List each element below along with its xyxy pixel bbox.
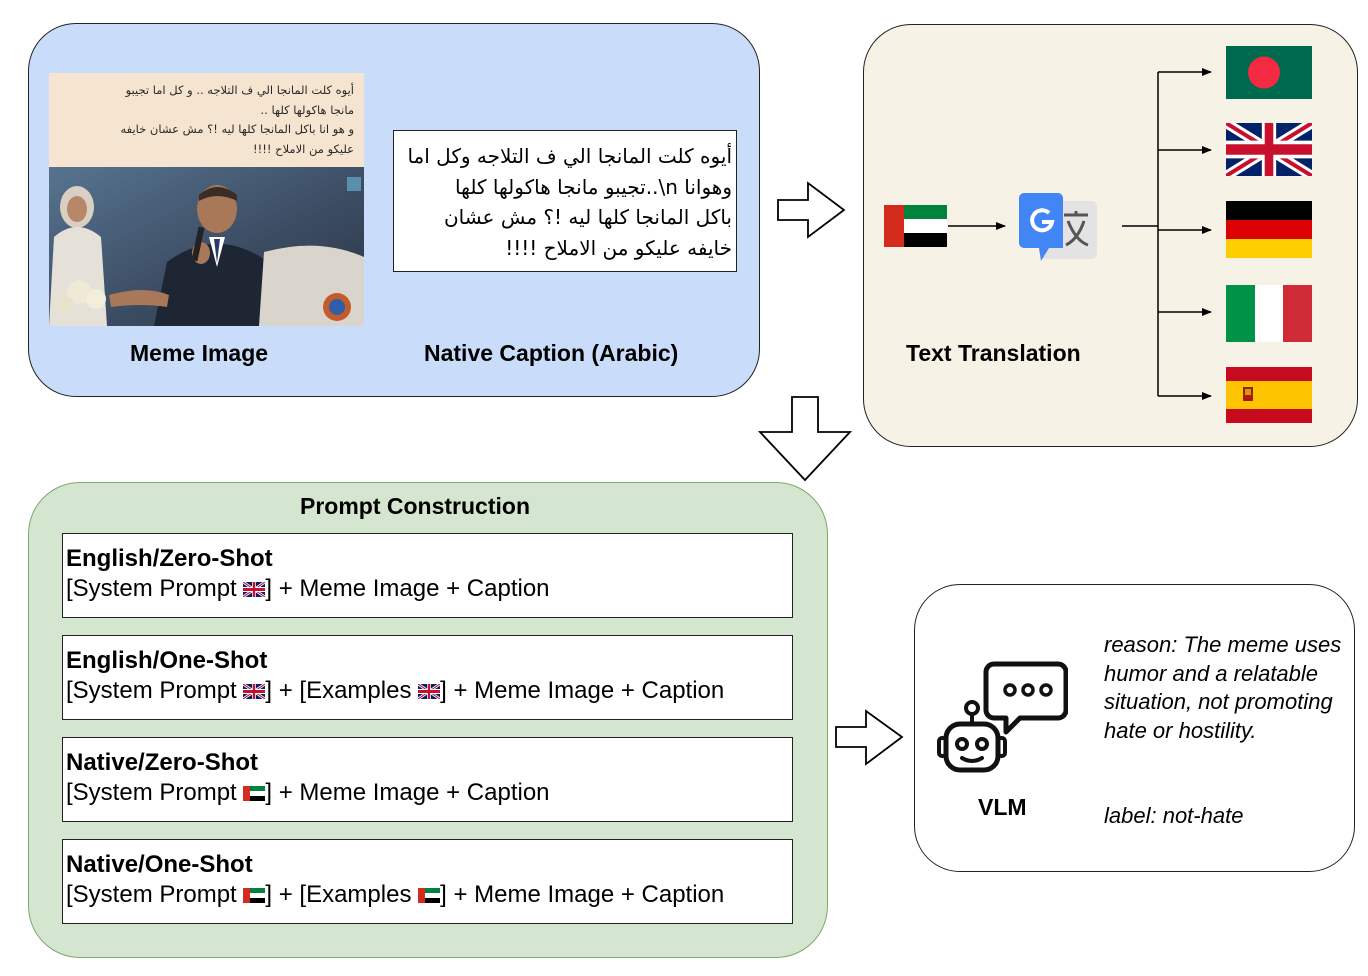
bangladesh-flag-icon bbox=[1226, 46, 1312, 99]
meme-image: أيوه كلت المانجا الي ف التلاجه .. و كل ا… bbox=[49, 73, 364, 326]
prompt-box-english-zero-shot: English/Zero-Shot [System Prompt ] + Mem… bbox=[62, 533, 793, 618]
prompt-rest-text: ] + Meme Image + Caption bbox=[265, 575, 550, 602]
prompt-formula: [System Prompt ] + [Examples ] + Meme Im… bbox=[66, 879, 792, 910]
meme-photo bbox=[49, 167, 364, 326]
prompt-title: English/One-Shot bbox=[66, 647, 268, 674]
robot-chat-icon bbox=[937, 661, 1068, 773]
flow-arrow bbox=[777, 181, 846, 239]
uae-flag-icon bbox=[243, 786, 266, 801]
meme-overlay-text: أيوه كلت المانجا الي ف التلاجه .. و كل ا… bbox=[49, 73, 364, 167]
flow-arrow bbox=[757, 396, 853, 482]
prompt-formula: [System Prompt ] + Meme Image + Caption bbox=[66, 573, 792, 604]
spain-flag-icon bbox=[1226, 367, 1312, 423]
germany-flag-icon bbox=[1226, 201, 1312, 258]
flow-arrow bbox=[835, 709, 904, 766]
uk-flag-icon bbox=[243, 684, 266, 699]
google-translate-icon bbox=[1019, 193, 1097, 261]
prompt-formula: [System Prompt ] + [Examples ] + Meme Im… bbox=[66, 675, 792, 706]
uk-flag-icon bbox=[418, 684, 441, 699]
uk-flag-icon bbox=[1226, 123, 1312, 176]
caption-line: باكل المانجا كلها ليه !؟ مش عشان bbox=[443, 205, 732, 229]
uae-flag-icon bbox=[243, 888, 266, 903]
native-caption-label: Native Caption (Arabic) bbox=[424, 340, 679, 366]
prompt-system-text: [System Prompt bbox=[66, 575, 244, 602]
prompt-system-text: [System Prompt bbox=[66, 779, 244, 806]
native-caption-box: أيوه كلت المانجا الي ف التلاجه وكل اما و… bbox=[393, 130, 737, 272]
uae-flag-icon bbox=[418, 888, 441, 903]
meme-image-label: Meme Image bbox=[130, 340, 269, 366]
prompt-rest-text: ] + Meme Image + Caption bbox=[440, 677, 725, 704]
prompt-mid-text: ] + [Examples bbox=[265, 677, 419, 704]
prompt-box-english-one-shot: English/One-Shot [System Prompt ] + [Exa… bbox=[62, 635, 793, 720]
text-translation-label: Text Translation bbox=[906, 340, 1081, 366]
meme-text-line: مانجا هاكولها كلها .. bbox=[260, 102, 354, 117]
prompt-construction-title: Prompt Construction bbox=[300, 493, 530, 519]
caption-line: أيوه كلت المانجا الي ف التلاجه وكل اما bbox=[407, 144, 732, 168]
italy-flag-icon bbox=[1226, 285, 1312, 342]
meme-text-line: أيوه كلت المانجا الي ف التلاجه .. و كل ا… bbox=[125, 83, 354, 97]
prompt-system-text: [System Prompt bbox=[66, 677, 244, 704]
prompt-title: English/Zero-Shot bbox=[66, 545, 273, 572]
uae-flag-icon bbox=[884, 205, 947, 247]
caption-line: خايفه عليكو من الاملاح !!!! bbox=[505, 235, 732, 260]
caption-line: وهوانا n\..تجيبو مانجا هاكولها كلها bbox=[455, 174, 732, 199]
meme-text-line: عليكو من الاملاح !!!! bbox=[253, 141, 354, 156]
vlm-reason-text: reason: The meme uses humor and a relata… bbox=[1104, 632, 1342, 743]
prompt-box-native-one-shot: Native/One-Shot [System Prompt ] + [Exam… bbox=[62, 839, 793, 924]
vlm-panel bbox=[914, 584, 1355, 872]
meme-text-line: و هو انا باكل المانجا كلها ليه !؟ مش عشا… bbox=[120, 122, 354, 136]
prompt-formula: [System Prompt ] + Meme Image + Caption bbox=[66, 777, 792, 808]
uk-flag-icon bbox=[243, 582, 266, 597]
prompt-box-native-zero-shot: Native/Zero-Shot [System Prompt ] + Meme… bbox=[62, 737, 793, 822]
prompt-mid-text: ] + [Examples bbox=[265, 881, 419, 908]
prompt-title: Native/Zero-Shot bbox=[66, 749, 259, 776]
prompt-system-text: [System Prompt bbox=[66, 881, 244, 908]
prompt-title: Native/One-Shot bbox=[66, 851, 253, 878]
vlm-label: VLM bbox=[978, 794, 1027, 820]
prompt-rest-text: ] + Meme Image + Caption bbox=[265, 779, 550, 806]
prompt-rest-text: ] + Meme Image + Caption bbox=[440, 881, 725, 908]
vlm-output-label: label: not-hate bbox=[1104, 803, 1244, 828]
